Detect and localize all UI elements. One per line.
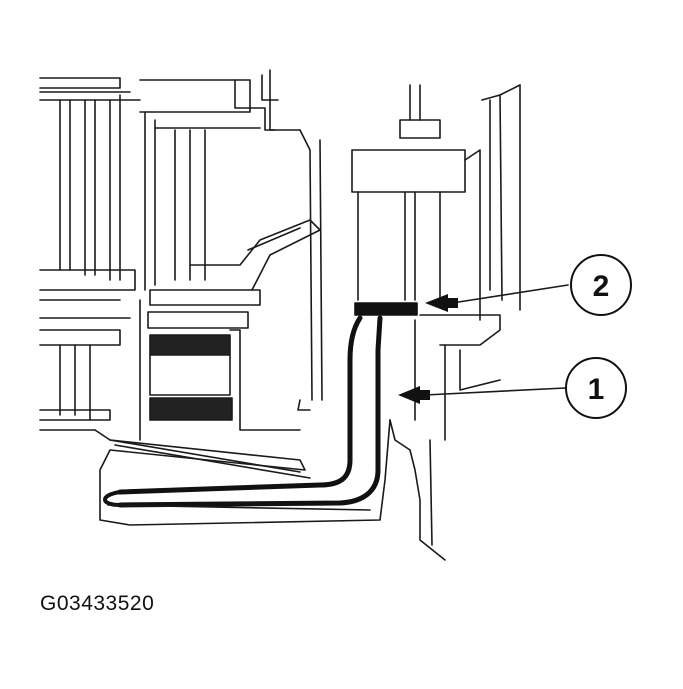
bearing-block: [147, 311, 311, 431]
upper-shaft-outline: [139, 69, 323, 441]
bottom-pan-outline: [94, 419, 391, 526]
right-lower-outline: [389, 314, 501, 561]
left-housing-outline: [39, 77, 141, 431]
callout-1-number: 1: [588, 373, 605, 406]
callout-2-number: 2: [593, 270, 610, 303]
figure-id: G03433520: [40, 592, 155, 615]
callout-2: 2: [570, 254, 632, 316]
callout-1: 1: [565, 357, 627, 419]
arrow-icon-callout-1: [398, 386, 430, 404]
leader-lines: [424, 284, 569, 396]
right-upper-block: [351, 84, 521, 321]
oil-pipe: [103, 315, 383, 508]
seal-plate: [354, 302, 418, 316]
arrow-icon-callout-2: [425, 294, 458, 312]
